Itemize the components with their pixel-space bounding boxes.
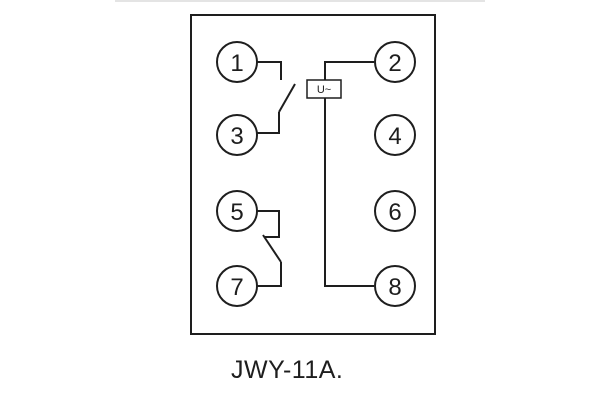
contact-1-lead [257,61,282,80]
contact-1-3-blade [278,83,296,113]
coil-2-8: U~ [306,61,374,287]
contact-5-7-blade [262,234,282,263]
terminal-6-circle [374,190,416,232]
terminal-8-circle [374,265,416,307]
contact-5-lead [257,210,280,238]
terminal-7: 7 [216,265,258,307]
terminal-3: 3 [216,114,258,156]
terminal-7-label: 7 [230,274,243,301]
terminal-1: 1 [216,41,258,83]
relay-housing [190,14,436,335]
terminal-6-label: 6 [388,199,401,226]
coil-lead-8 [324,98,374,287]
contact-3-lead [257,112,280,134]
contact-7-lead [257,262,282,287]
terminal-8-label: 8 [388,274,401,301]
terminal-4-circle [374,114,416,156]
terminal-5-circle [216,190,258,232]
terminal-5: 5 [216,190,258,232]
terminal-2-label: 2 [388,50,401,77]
terminal-5-label: 5 [230,199,243,226]
terminal-3-circle [216,114,258,156]
terminal-7-circle [216,265,258,307]
coil-label: U~ [317,84,331,96]
contact-5-7 [257,210,282,287]
coil-lead-2 [324,61,374,80]
terminal-1-label: 1 [230,50,243,77]
terminal-4: 4 [374,114,416,156]
model-label: JWY-11A. [231,356,344,384]
terminal-3-label: 3 [230,123,243,150]
contact-1-3 [257,61,296,134]
terminal-4-label: 4 [388,123,401,150]
terminal-2-circle [374,41,416,83]
terminal-8: 8 [374,265,416,307]
top-divider [115,0,485,2]
terminal-2: 2 [374,41,416,83]
terminal-6: 6 [374,190,416,232]
terminal-1-circle [216,41,258,83]
